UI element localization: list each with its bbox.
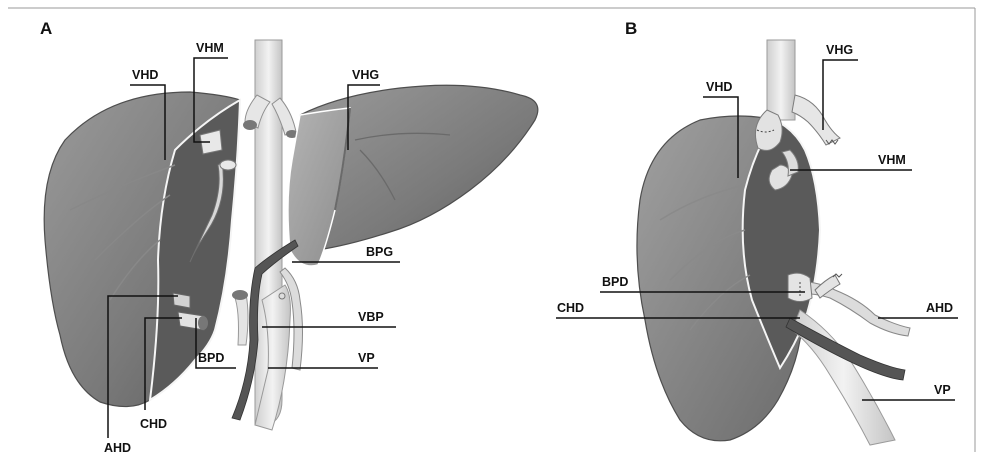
panel-a-vp-label: VP xyxy=(358,351,375,365)
panel-a-chd-label: CHD xyxy=(140,417,167,431)
panel-a-vbp-label: VBP xyxy=(358,310,384,324)
panel-a-bpg-label: BPG xyxy=(366,245,393,259)
panel-b-ahd-label: AHD xyxy=(926,301,953,315)
panel-a-bpd-label: BPD xyxy=(198,351,224,365)
panel-b-vhm-label: VHM xyxy=(878,153,906,167)
panel-a-vhd-label: VHD xyxy=(132,68,158,82)
panel-a-ahd-label: AHD xyxy=(104,441,131,455)
panel-a-vhg-label: VHG xyxy=(352,68,379,82)
panel-b-bpd-label: BPD xyxy=(602,275,628,289)
panel-b-vhg-branch xyxy=(792,95,840,145)
panel-b-vhd-anastomosis xyxy=(755,110,782,150)
panel-a: A xyxy=(40,19,538,455)
panel-b-ivc xyxy=(767,40,795,120)
panel-b-chd-label: CHD xyxy=(557,301,584,315)
panel-b-vp-label: VP xyxy=(934,383,951,397)
panel-b-vhd-label: VHD xyxy=(706,80,732,94)
panel-b-vhg-label: VHG xyxy=(826,43,853,57)
panel-b-letter: B xyxy=(625,19,637,38)
panel-a-portal-vein-branch xyxy=(234,294,248,345)
panel-a-letter: A xyxy=(40,19,52,38)
panel-b-vhg-leader xyxy=(823,60,858,130)
panel-b: B VHD VHG VHM BP xyxy=(556,19,958,445)
panel-a-vhm-label: VHM xyxy=(196,41,224,55)
